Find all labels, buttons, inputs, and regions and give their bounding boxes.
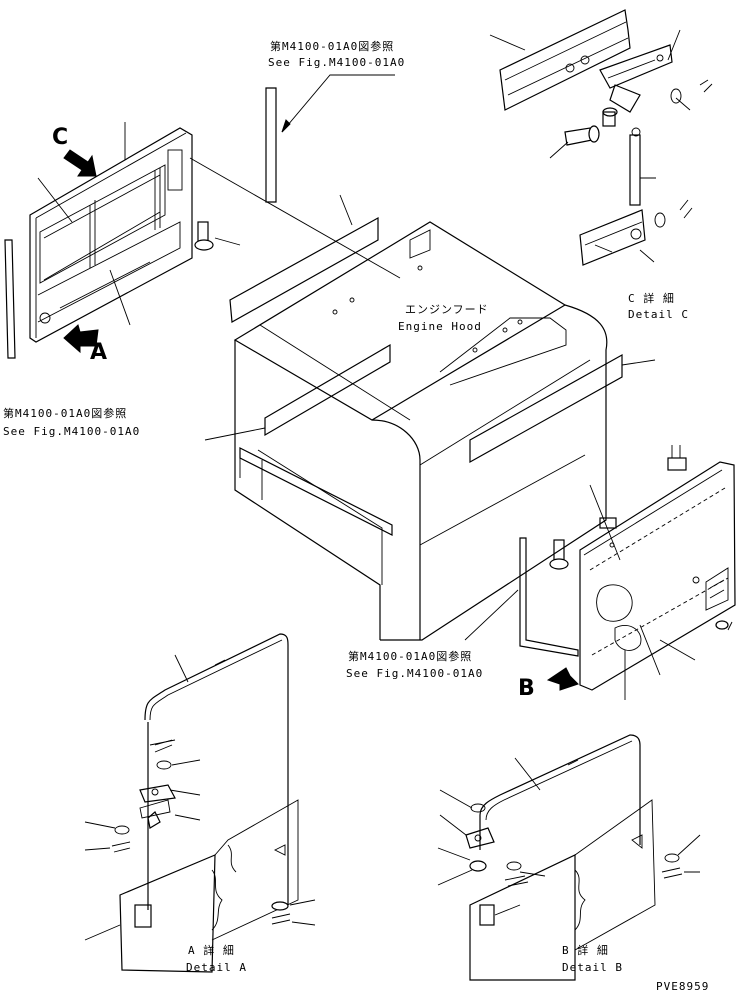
middle-foam-pad: [264, 343, 391, 437]
detail-a-en: Detail A: [186, 961, 247, 974]
letter-c: C: [52, 125, 69, 150]
detail-a-latch: [111, 633, 299, 973]
left-seal-strip: [4, 239, 16, 359]
ref-left-en: See Fig.M4100-01A0: [3, 425, 141, 438]
hood-label-en: Engine Hood: [398, 320, 482, 333]
arrow-b: [546, 667, 579, 691]
detail-c-en: Detail C: [628, 308, 689, 321]
detail-c-jp: C 詳 細: [628, 292, 675, 305]
detail-b-jp: B 詳 細: [562, 944, 609, 957]
hood-label-jp: エンジンフード: [405, 303, 489, 316]
right-side-door: [579, 445, 736, 691]
arrow-c: [63, 149, 97, 177]
right-seal-strip: [519, 537, 579, 657]
engine-hood: [233, 221, 608, 641]
arrow-a: [63, 324, 99, 354]
letter-b: B: [518, 676, 535, 701]
ref-mid-en: See Fig.M4100-01A0: [346, 667, 484, 680]
detail-c-hinge: [499, 9, 713, 266]
ref-mid-jp: 第M4100-01A0図参照: [348, 650, 473, 663]
left-bolt: [194, 221, 214, 251]
detail-b-latch: [465, 734, 683, 981]
letter-a: A: [90, 340, 108, 365]
ref-top-jp: 第M4100-01A0図参照: [270, 40, 395, 53]
right-door-bolt: [549, 539, 569, 570]
detail-b-en: Detail B: [562, 961, 623, 974]
left-side-door: [29, 127, 193, 343]
ref-top-en: See Fig.M4100-01A0: [268, 56, 406, 69]
top-foam-pad: [229, 216, 379, 323]
vertical-seal-strip: [265, 87, 277, 203]
drawing-code: PVE8959: [656, 980, 710, 993]
detail-a-jp: A 詳 細: [188, 944, 235, 957]
right-foam-pad: [469, 353, 623, 464]
ref-left-jp: 第M4100-01A0図参照: [3, 407, 128, 420]
bottom-rail: [239, 447, 393, 536]
